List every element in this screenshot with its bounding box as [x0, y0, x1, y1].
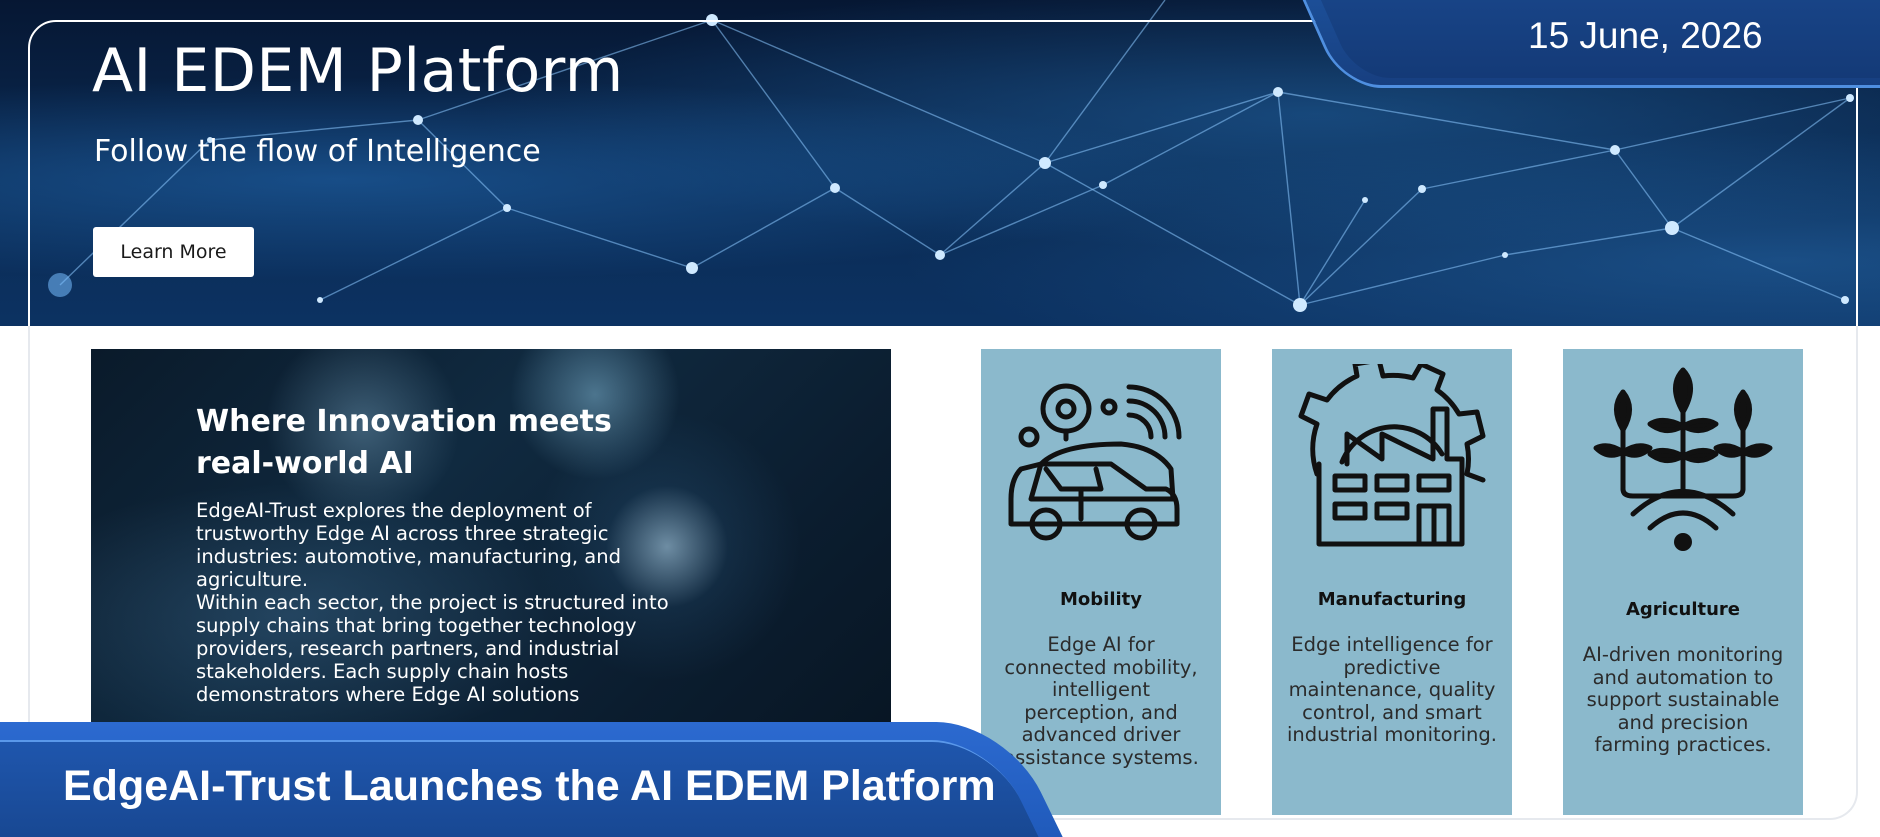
intro-paragraph: Within each sector, the project is struc… [196, 591, 669, 706]
intro-paragraph: EdgeAI-Trust explores the deployment of … [196, 499, 621, 591]
sector-card-manufacturing[interactable]: Manufacturing Edge intelligence for pred… [1272, 349, 1512, 815]
factory-gear-icon [1272, 364, 1512, 549]
date-label: 15 June, 2026 [1528, 15, 1763, 56]
intro-heading: Where Innovation meets real-world AI [196, 404, 612, 481]
sector-title: Mobility [1059, 589, 1142, 610]
sector-title: Manufacturing [1317, 589, 1467, 610]
hero-subtitle: Follow the flow of Intelligence [94, 134, 541, 169]
sector-card-mobility[interactable]: Mobility Edge AI for connected mobility,… [981, 349, 1221, 815]
sector-description: Edge AI for connected mobility, intellig… [1003, 633, 1199, 769]
headline-text: EdgeAI-Trust Launches the AI EDEM Platfo… [63, 762, 996, 810]
sector-title: Agriculture [1625, 599, 1741, 620]
learn-more-button[interactable]: Learn More [93, 227, 254, 277]
intro-body: EdgeAI-Trust explores the deployment of … [196, 499, 676, 706]
plant-wifi-icon [1563, 367, 1803, 551]
sector-card-agriculture[interactable]: Agriculture AI-driven monitoring and aut… [1563, 349, 1803, 815]
intro-panel: Where Innovation meets real-world AI Edg… [91, 349, 891, 729]
car-location-wifi-icon [981, 369, 1221, 549]
sector-description: Edge intelligence for predictive mainten… [1287, 633, 1497, 746]
hero-title: AI EDEM Platform [92, 36, 624, 106]
network-background-graphic [48, 0, 1854, 312]
sector-description: AI-driven monitoring and automation to s… [1582, 643, 1784, 756]
